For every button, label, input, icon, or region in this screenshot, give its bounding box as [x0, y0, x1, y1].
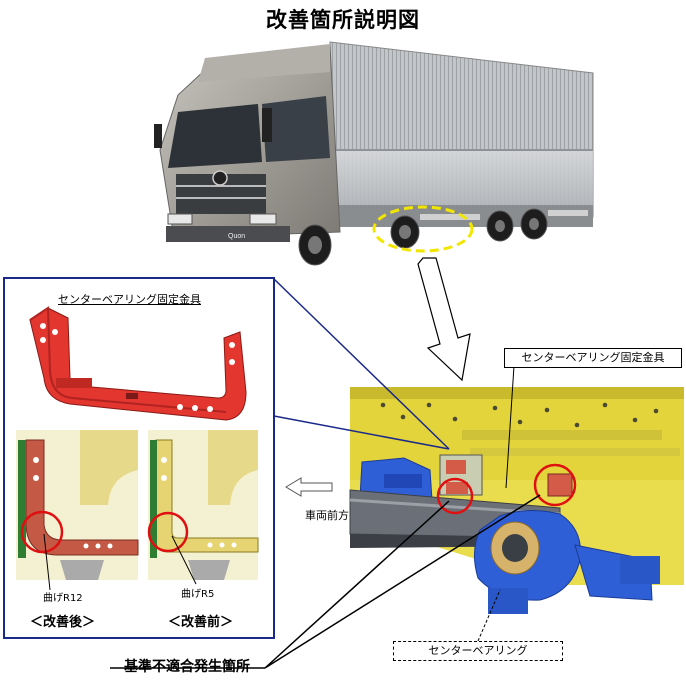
page-title: 改善箇所説明図 — [266, 8, 420, 32]
leader-nonconf-2 — [264, 494, 541, 669]
leader-bracket-callout — [505, 365, 515, 489]
highlight-ellipse — [372, 205, 474, 253]
highlight-circle-after — [20, 510, 64, 554]
leader-bearing-callout — [477, 589, 501, 642]
center-bearing-callout: センターベアリング — [393, 641, 563, 661]
bracket-render — [29, 306, 247, 421]
before-improvement-caption: ＜改善前＞ — [168, 615, 234, 630]
leader-nonconf-1 — [264, 500, 450, 669]
after-improvement-view — [16, 430, 139, 591]
bend-radius-before-label: 曲げR5 — [181, 589, 215, 600]
side-mirror — [262, 108, 272, 142]
hollow-arrow-down — [417, 257, 471, 382]
truck-badge: Quon — [228, 233, 245, 240]
bracket-title-label: センターベアリング固定金具 — [58, 293, 201, 306]
nonconformity-location-label: 基準不適合発生箇所 — [124, 659, 250, 675]
headlight — [167, 213, 193, 225]
front-bumper — [166, 226, 290, 242]
windshield — [168, 104, 262, 168]
after-improvement-caption: ＜改善後＞ — [30, 615, 96, 630]
vehicle-front-label: 車両前方 — [305, 509, 349, 522]
highlight-circle-assembly-2 — [533, 463, 577, 507]
bend-radius-after-label: 曲げR12 — [43, 593, 83, 604]
wheels — [298, 208, 548, 266]
highlight-circle-before — [147, 511, 189, 553]
before-improvement-view — [147, 430, 259, 585]
front-direction-arrow — [285, 477, 333, 497]
assembly-view — [349, 387, 684, 614]
brand-emblem — [212, 170, 228, 186]
bracket-callout: センターベアリング固定金具 — [504, 348, 682, 368]
truck-illustration — [154, 41, 594, 266]
highlight-circle-assembly-1 — [436, 477, 474, 515]
roof-fairing — [198, 44, 330, 82]
